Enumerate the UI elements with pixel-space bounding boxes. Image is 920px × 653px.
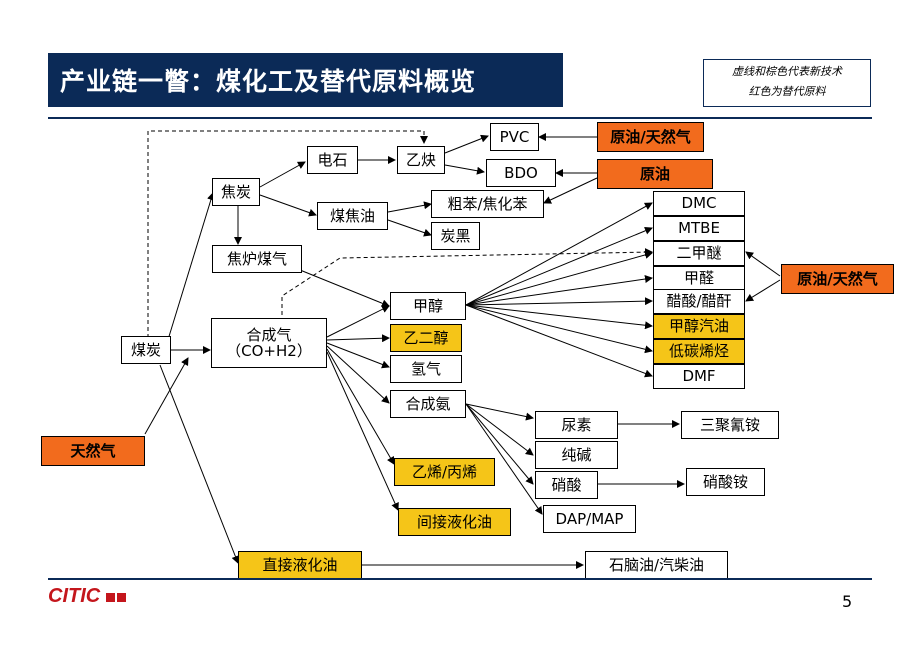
arrow-methanol-dmf — [465, 304, 653, 378]
arrow-oilgas-acetic — [745, 279, 781, 302]
arrow-coal-direct-liquefaction — [159, 364, 240, 564]
logo-mark — [106, 593, 116, 602]
citic-logo: CITIC — [48, 585, 127, 607]
arrow-ammonia-dap — [465, 403, 543, 515]
node-crude-oil-alt: 原油 — [597, 159, 713, 189]
node-oil-gas-alt-right: 原油/天然气 — [781, 264, 894, 294]
legend-box: 虚线和棕色代表新技术 红色为替代原料 — [703, 59, 871, 107]
node-pvc: PVC — [490, 123, 539, 151]
node-urea: 尿素 — [535, 411, 618, 439]
arrow-syngas-methanol — [326, 305, 390, 338]
arrow-crudeoil-benzene — [543, 177, 598, 204]
node-acetic-acid-anhydride: 醋酸/醋酐 — [653, 289, 745, 314]
arrow-coaltar-benzene — [387, 201, 432, 213]
node-methanol-gasoline: 甲醇汽油 — [653, 314, 745, 339]
node-coke: 焦炭 — [212, 178, 260, 206]
arrow-syngas-ammonia — [326, 345, 390, 404]
arrow-syngas-hydrogen — [326, 342, 390, 369]
node-syngas: 合成气 （CO+H2） — [211, 318, 327, 368]
node-methanol: 甲醇 — [390, 292, 466, 320]
node-coke-oven-gas: 焦炉煤气 — [212, 245, 302, 273]
arrow-acetylene-bdo — [444, 164, 485, 175]
node-natural-gas-alt: 天然气 — [41, 436, 145, 466]
arrow-methanol-acetic — [465, 297, 653, 306]
node-melamine: 三聚氰铵 — [681, 411, 779, 439]
node-carbon-black: 炭黑 — [431, 222, 480, 250]
node-dme: 二甲醚 — [653, 241, 745, 266]
node-direct-liquefaction: 直接液化油 — [238, 551, 362, 579]
arrow-coke-coaltar — [259, 194, 317, 217]
arrow-methanol-formaldehyde — [465, 275, 653, 306]
title-bar: 产业链一瞥：煤化工及替代原料概览 — [48, 53, 563, 107]
node-dap-map: DAP/MAP — [543, 505, 636, 533]
dashed-coal-acetylene-route — [147, 130, 424, 338]
node-nitric-acid: 硝酸 — [535, 471, 598, 499]
node-coal-tar: 煤焦油 — [317, 202, 388, 230]
legend-line-new-tech: 虚线和棕色代表新技术 — [732, 65, 842, 78]
node-coal: 煤炭 — [121, 336, 171, 364]
arrow-ammonia-nitric — [465, 403, 534, 485]
page-number: 5 — [842, 592, 853, 611]
node-crude-benzene: 粗苯/焦化苯 — [431, 190, 544, 218]
arrow-acetylene-pvc — [444, 134, 489, 154]
node-hydrogen: 氢气 — [390, 355, 462, 383]
arrow-coke-carbide — [259, 161, 306, 188]
arrow-ammonia-soda — [465, 403, 534, 456]
arrow-coaltar-carbonblack — [387, 219, 432, 237]
arrow-methanol-gasoline — [465, 304, 653, 330]
node-calcium-carbide: 电石 — [307, 146, 358, 174]
node-low-carbon-olefins: 低碳烯烃 — [653, 339, 745, 364]
node-synthetic-ammonia: 合成氨 — [390, 390, 466, 418]
arrow-syngas-olefins — [326, 348, 395, 465]
arrow-cokegas-methanol — [299, 269, 390, 308]
legend-line-alt-feedstock: 红色为替代原料 — [748, 85, 826, 98]
node-ethylene-glycol: 乙二醇 — [390, 324, 462, 352]
node-soda-ash: 纯碱 — [535, 441, 618, 469]
arrow-coal-coke — [166, 192, 215, 344]
arrow-syngas-glycol — [326, 334, 390, 343]
header-divider — [48, 117, 872, 119]
arrow-methanol-olefins — [465, 304, 653, 354]
arrow-syngas-indirect — [326, 351, 399, 511]
logo-mark — [117, 593, 127, 602]
page-title: 产业链一瞥：煤化工及替代原料概览 — [60, 67, 477, 96]
node-bdo: BDO — [486, 159, 556, 187]
arrow-gas-syngas — [144, 357, 189, 435]
node-acetylene: 乙炔 — [397, 146, 445, 174]
node-oil-gas-alt-top: 原油/天然气 — [597, 122, 704, 152]
logo-text: CITIC — [48, 585, 101, 607]
arrow-methanol-dmc — [465, 202, 653, 306]
arrow-methanol-dme — [465, 251, 653, 306]
arrow-ammonia-urea — [465, 403, 534, 421]
node-ammonium-nitrate: 硝酸铵 — [686, 468, 765, 496]
arrow-methanol-mtbe — [465, 226, 653, 306]
node-dmf: DMF — [653, 364, 745, 389]
node-indirect-liquefaction: 间接液化油 — [398, 508, 511, 536]
syngas-formula: （CO+H2） — [226, 342, 312, 360]
footer-divider — [48, 578, 872, 580]
arrow-oilgas-dme — [745, 251, 781, 277]
node-ethylene-propylene: 乙烯/丙烯 — [394, 458, 495, 486]
node-formaldehyde: 甲醛 — [653, 266, 745, 291]
node-naphtha-diesel: 石脑油/汽柴油 — [585, 551, 728, 579]
node-mtbe: MTBE — [653, 216, 745, 241]
dashed-syngas-dme — [281, 248, 653, 315]
node-dmc: DMC — [653, 191, 745, 216]
syngas-label: 合成气 — [246, 325, 292, 344]
